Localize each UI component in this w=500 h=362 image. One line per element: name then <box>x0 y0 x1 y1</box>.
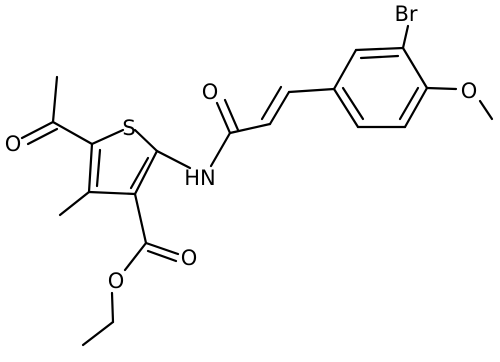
atom-amide-nh: HN <box>184 166 216 190</box>
bond-s-c2 <box>133 128 159 153</box>
bond-alkene-2 <box>260 85 283 121</box>
bond-c5-s <box>90 128 125 146</box>
bond-c3-ester <box>133 192 148 245</box>
bond-alkene-aryl <box>287 87 336 94</box>
bond-c4-c5-b <box>95 148 102 188</box>
bond-c2-c3-b <box>129 156 150 190</box>
bond-amide-co-1 <box>215 101 232 135</box>
bond-ar-br <box>401 24 410 50</box>
bond-ch2-ch3 <box>81 320 115 347</box>
bond-ar4-ar5-inner <box>398 86 420 121</box>
atom-amide-oxygen: O <box>202 80 219 104</box>
bond-ester-co-2 <box>146 249 178 263</box>
bond-ring-methyl <box>58 190 91 217</box>
atom-bromine: Br <box>394 2 417 26</box>
atom-ring-sulfur: S <box>122 116 135 140</box>
bond-ester-co-1 <box>144 241 180 256</box>
bond-acetyl-methyl <box>51 75 59 124</box>
bond-c2-nh <box>155 149 192 170</box>
bond-ar6-ar1-inner <box>341 86 365 121</box>
atom-ester-ether-oxygen: O <box>108 269 125 293</box>
bond-acetyl-co-2 <box>26 127 59 146</box>
bond-ar-ome <box>425 86 458 91</box>
bond-ar6-ar1 <box>332 87 360 129</box>
bond-nh-co <box>209 131 232 168</box>
bond-ar1-ar2 <box>332 48 358 91</box>
bond-c2-c3-a <box>133 149 159 196</box>
atom-methoxy-oxygen: O <box>461 79 478 103</box>
bond-acetyl-ring <box>51 120 94 146</box>
bond-ester-o <box>123 241 148 272</box>
bond-amide-co-2 <box>223 98 240 132</box>
bond-acetyl-co-1 <box>20 120 55 140</box>
bond-alkene-1 <box>268 90 291 126</box>
bond-o-ch2 <box>110 291 115 324</box>
bond-ome-methyl <box>478 99 494 121</box>
bond-ar4-ar5 <box>403 86 429 129</box>
bond-ar2-ar3-inner <box>359 54 400 60</box>
bond-c3-c4 <box>87 190 137 196</box>
bond-ar2-ar3 <box>354 46 405 52</box>
bond-c4-c5-a <box>87 142 94 194</box>
atom-ester-carbonyl-oxygen: O <box>181 246 198 270</box>
atom-ketone-oxygen: O <box>5 132 22 156</box>
bond-co-alkene <box>228 122 272 135</box>
bond-ar3-ar4 <box>401 46 429 90</box>
